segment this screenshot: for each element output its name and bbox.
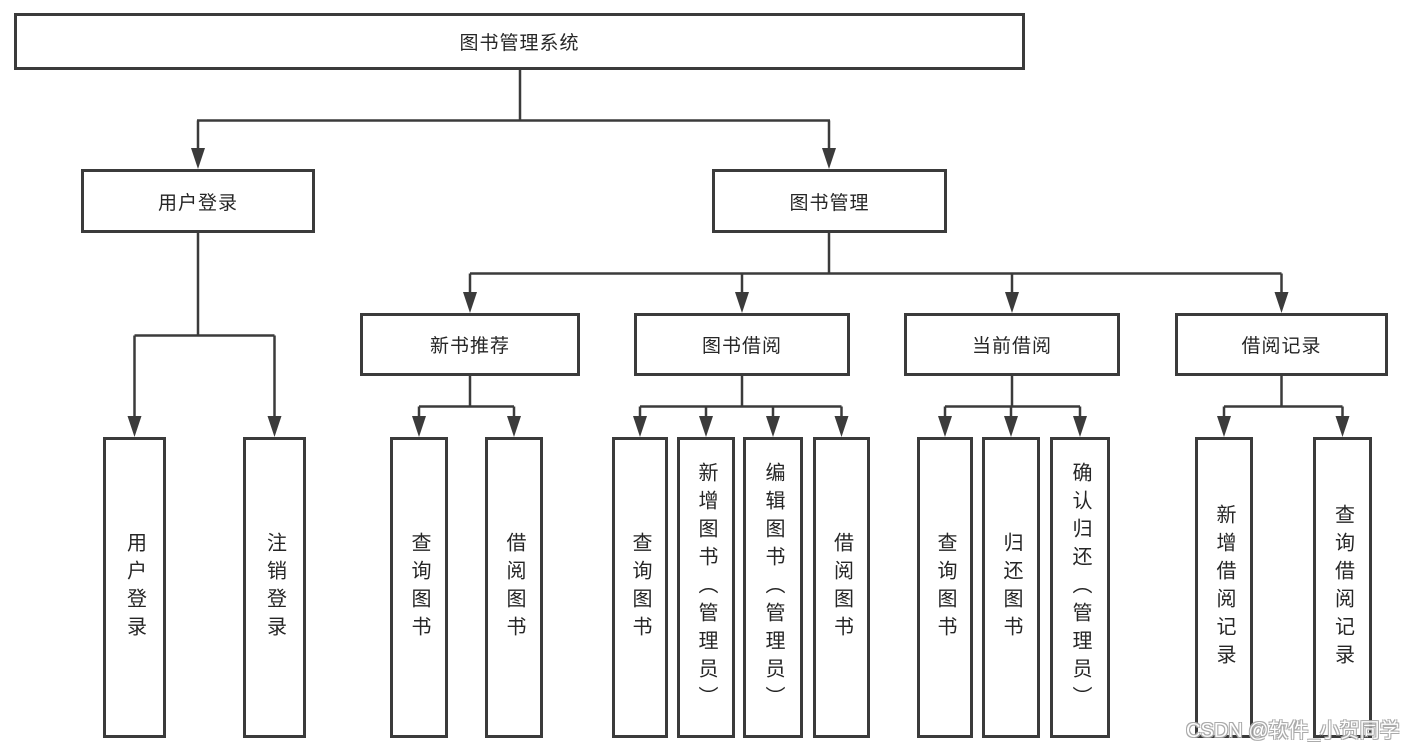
- leaf-add-borrow-record-label: 新增借阅记录: [1213, 503, 1235, 672]
- leaf-borrow-books-recommend-label: 借阅图书: [503, 531, 525, 644]
- node-user-login: 用户登录: [81, 169, 315, 233]
- leaf-user-login-label: 用户登录: [123, 531, 146, 644]
- leaf-borrow-books-label: 借阅图书: [830, 531, 853, 644]
- leaf-confirm-return-admin-label: 确认归还（管理员）: [1069, 461, 1091, 714]
- leaf-query-books-recommend: 查询图书: [390, 437, 448, 738]
- node-new-book-recommend-label: 新书推荐: [429, 336, 510, 357]
- leaf-query-books-current-label: 查询图书: [934, 531, 956, 644]
- leaf-add-book-admin-label: 新增图书（管理员）: [695, 461, 717, 714]
- node-book-management-label: 图书管理: [789, 192, 870, 214]
- leaf-query-borrow-record-label: 查询借阅记录: [1331, 503, 1354, 672]
- node-book-borrow-label: 图书借阅: [701, 336, 782, 357]
- leaf-add-book-admin: 新增图书（管理员）: [677, 437, 735, 738]
- leaf-confirm-return-admin: 确认归还（管理员）: [1050, 437, 1110, 738]
- node-borrow-records: 借阅记录: [1175, 313, 1388, 376]
- leaf-edit-book-admin: 编辑图书（管理员）: [743, 437, 803, 738]
- csdn-watermark: CSDN @软件_小贺同学: [1186, 720, 1400, 742]
- leaf-return-books: 归还图书: [982, 437, 1040, 738]
- node-new-book-recommend: 新书推荐: [360, 313, 580, 376]
- leaf-edit-book-admin-label: 编辑图书（管理员）: [762, 461, 784, 714]
- leaf-query-books-borrow-label: 查询图书: [629, 531, 651, 644]
- node-book-borrow: 图书借阅: [634, 313, 850, 376]
- leaf-query-borrow-record: 查询借阅记录: [1313, 437, 1372, 738]
- node-root: 图书管理系统: [14, 13, 1025, 70]
- node-user-login-label: 用户登录: [157, 192, 238, 214]
- leaf-logout-label: 注销登录: [263, 531, 286, 644]
- node-current-borrow-label: 当前借阅: [971, 336, 1052, 357]
- node-current-borrow: 当前借阅: [904, 313, 1120, 376]
- leaf-query-books-recommend-label: 查询图书: [408, 531, 430, 644]
- leaf-query-books-current: 查询图书: [917, 437, 973, 738]
- node-borrow-records-label: 借阅记录: [1241, 336, 1322, 357]
- leaf-user-login: 用户登录: [103, 437, 166, 738]
- leaf-query-books-borrow: 查询图书: [612, 437, 668, 738]
- leaf-add-borrow-record: 新增借阅记录: [1195, 437, 1253, 738]
- leaf-borrow-books: 借阅图书: [813, 437, 870, 738]
- leaf-return-books-label: 归还图书: [1000, 531, 1022, 644]
- node-root-label: 图书管理系统: [459, 33, 580, 54]
- arrowheads: [127, 148, 1350, 437]
- leaf-logout: 注销登录: [243, 437, 306, 738]
- node-book-management: 图书管理: [712, 169, 947, 233]
- leaf-borrow-books-recommend: 借阅图书: [485, 437, 543, 738]
